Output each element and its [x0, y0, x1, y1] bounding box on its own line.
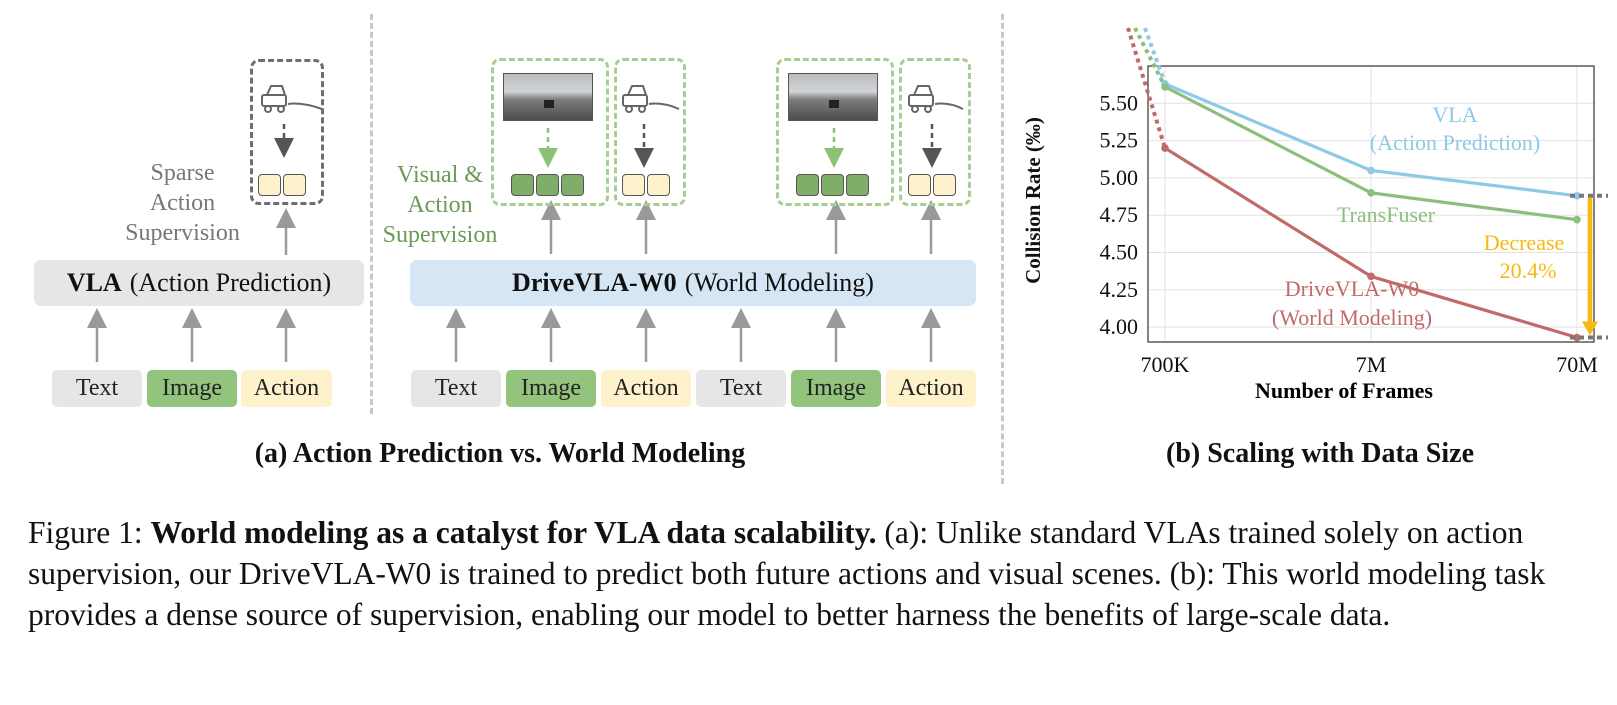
w0-input-text: Text: [411, 370, 501, 407]
w0-input-image: Image: [506, 370, 596, 407]
action-token: [647, 174, 670, 196]
series-label-w0: DriveVLA-W0: [1285, 276, 1419, 301]
data-point: [1573, 333, 1581, 342]
arrows-overlay: [87, 124, 942, 362]
panel-a-caption: (a) Action Prediction vs. World Modeling: [254, 438, 746, 469]
figure-caption-body: (a): Unlike standard VLAs trained solely…: [28, 515, 1546, 632]
vla-input-text: Text: [52, 370, 142, 407]
series-label-transfuser: TransFuser: [1337, 202, 1436, 227]
w0-input-text: Text: [696, 370, 786, 407]
scaling-chart: 4.00 4.25 4.50 4.75 5.00 5.25 5.50 700K 7M 70M Nu…: [1100, 27, 1608, 403]
annotation-line1: Decrease: [1484, 230, 1565, 255]
x-tick-label: 7M: [1356, 352, 1387, 377]
visual-action-supervision-label: Visual & Action Supervision: [382, 162, 498, 248]
y-tick-label: 5.50: [1100, 90, 1139, 115]
action-token: [908, 174, 931, 196]
decrease-annotation: [1570, 193, 1608, 340]
data-point: [1161, 83, 1169, 91]
vla-input-image: Image: [147, 370, 237, 407]
y-tick-label: 4.50: [1100, 239, 1139, 264]
plot-frame: [1147, 65, 1595, 343]
data-point: [1161, 144, 1169, 152]
vla-model-bar: VLA(Action Prediction): [34, 260, 364, 306]
trajectory-icon: [908, 85, 964, 113]
visual-token: [821, 174, 844, 196]
trajectory-icon: [261, 85, 323, 113]
driving-scene-image: [788, 73, 878, 121]
chart-series: [1126, 27, 1581, 342]
w0-input-image: Image: [791, 370, 881, 407]
series-label-w0-sub: (World Modeling): [1272, 305, 1432, 330]
visual-token: [561, 174, 584, 196]
figure-caption-title: World modeling as a catalyst for VLA dat…: [150, 515, 877, 550]
w0-visual-box-1: [491, 58, 609, 206]
x-axis-label: Number of Frames: [1255, 378, 1433, 403]
series-lead-in: [1143, 27, 1167, 85]
series-label-vla: VLA: [1432, 102, 1477, 127]
y-axis-label: Collision Rate (‰): [1020, 116, 1045, 284]
y-tick-label: 4.25: [1100, 277, 1139, 302]
w0-action-box-2: [899, 58, 971, 206]
y-tick-label: 5.00: [1100, 165, 1139, 190]
action-token: [622, 174, 645, 196]
trajectory-icon: [622, 85, 680, 113]
separator-left: [370, 14, 373, 414]
visual-token: [511, 174, 534, 196]
visual-token: [846, 174, 869, 196]
decrease-arrow-head: [1582, 321, 1598, 336]
y-axis-label-wrap: Collision Rate (‰): [1018, 80, 1048, 320]
chart-ticks: 4.00 4.25 4.50 4.75 5.00 5.25 5.50 700K 7M 70M: [1100, 90, 1598, 377]
x-tick-label: 700K: [1141, 352, 1190, 377]
series-lead-in: [1126, 27, 1167, 149]
data-point: [1573, 191, 1581, 200]
visual-token: [796, 174, 819, 196]
chart-grid: [1148, 66, 1594, 342]
sparse-supervision-label: Sparse Action Supervision: [125, 160, 240, 246]
data-point: [1573, 215, 1581, 224]
visual-token: [536, 174, 559, 196]
driving-scene-image: [503, 73, 593, 121]
y-tick-label: 4.75: [1100, 202, 1139, 227]
data-point: [1367, 189, 1375, 197]
x-tick-label: 70M: [1556, 352, 1598, 377]
panel-b-caption: (b) Scaling with Data Size: [1166, 438, 1474, 469]
vla-output-box: [250, 59, 324, 205]
figure-caption-prefix: Figure 1:: [28, 515, 143, 550]
action-token: [283, 174, 306, 196]
w0-input-action: Action: [886, 370, 976, 407]
y-tick-label: 5.25: [1100, 128, 1139, 153]
series-label-vla-sub: (Action Prediction): [1370, 130, 1540, 155]
series-lead-in: [1133, 27, 1167, 88]
data-point: [1367, 166, 1375, 175]
y-tick-label: 4.00: [1100, 314, 1139, 339]
vla-input-action: Action: [241, 370, 332, 407]
w0-visual-box-2: [776, 58, 894, 206]
data-point: [1367, 272, 1375, 281]
action-token: [258, 174, 281, 196]
w0-model-bar: DriveVLA-W0(World Modeling): [410, 260, 976, 306]
figure-caption: Figure 1: World modeling as a catalyst f…: [28, 512, 1588, 635]
action-token: [933, 174, 956, 196]
separator-right: [1001, 14, 1004, 484]
annotation-line2: 20.4%: [1500, 258, 1557, 283]
w0-action-box-1: [614, 58, 686, 206]
w0-input-action: Action: [601, 370, 691, 407]
